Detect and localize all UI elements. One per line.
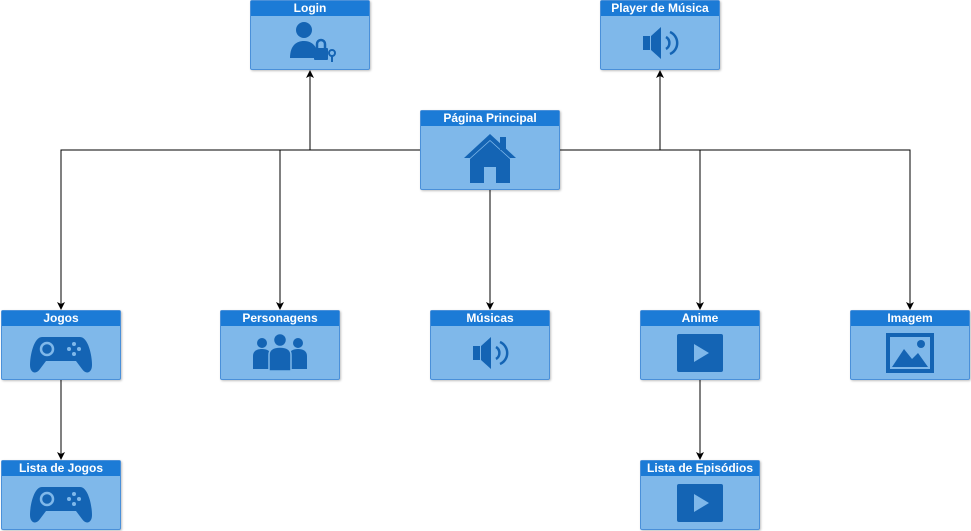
node-login[interactable]: Login [250,0,370,70]
node-label: Imagem [851,311,969,326]
play-video-icon [677,483,723,522]
node-musicas[interactable]: Músicas [430,310,550,380]
node-label: Lista de Episódios [641,461,759,476]
node-label: Página Principal [421,111,559,126]
node-lista-jogos[interactable]: Lista de Jogos [1,460,121,530]
connector-home-anime [560,149,704,310]
connector-home-player [560,70,664,151]
node-label: Personagens [221,311,339,326]
gamepad-icon [30,486,92,522]
connector-home-imagem [560,149,914,310]
node-label: Login [251,1,369,16]
image-icon [886,332,934,373]
connector-home-personagens [276,149,420,310]
gamepad-icon [30,336,92,372]
node-player[interactable]: Player de Música [600,0,720,70]
user-lock-icon [290,21,336,62]
group-icon [253,332,307,372]
node-home[interactable]: Página Principal [420,110,560,190]
node-label: Jogos [2,311,120,326]
node-anime[interactable]: Anime [640,310,760,380]
node-label: Anime [641,311,759,326]
node-label: Músicas [431,311,549,326]
speaker-icon [473,336,509,369]
home-icon [464,133,516,183]
node-jogos[interactable]: Jogos [1,310,121,380]
speaker-icon [643,26,679,59]
node-imagem[interactable]: Imagem [850,310,970,380]
play-video-icon [677,333,723,372]
connector-home-jogos [57,149,420,310]
node-label: Player de Música [601,1,719,16]
node-label: Lista de Jogos [2,461,120,476]
node-lista-episodios[interactable]: Lista de Episódios [640,460,760,530]
connector-home-login [306,70,420,151]
node-personagens[interactable]: Personagens [220,310,340,380]
